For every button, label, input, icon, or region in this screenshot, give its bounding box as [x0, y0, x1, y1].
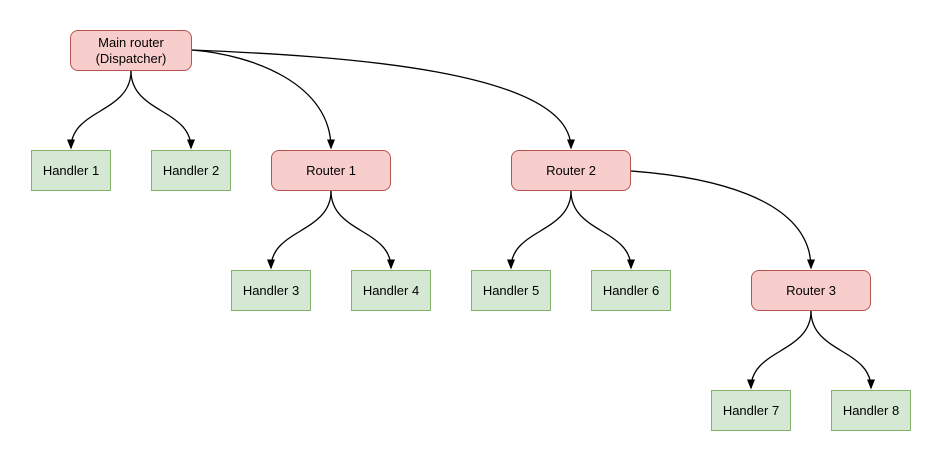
node-handler-7-label: Handler 7 — [722, 402, 780, 418]
node-handler-2-label: Handler 2 — [162, 162, 220, 178]
node-router-1: Router 1 — [271, 150, 391, 191]
node-handler-6-label: Handler 6 — [602, 282, 660, 298]
node-main-router: Main router (Dispatcher) — [70, 30, 192, 71]
node-handler-4-label: Handler 4 — [362, 282, 420, 298]
edge-main-router-to-router-2 — [191, 49, 575, 150]
edge-router-1-to-handler-3 — [267, 190, 332, 270]
edge-router-1-to-handler-4 — [330, 190, 395, 270]
edge-main-router-to-handler-2 — [130, 70, 195, 150]
node-handler-8: Handler 8 — [831, 390, 911, 431]
node-router-1-label: Router 1 — [306, 162, 356, 178]
edge-main-router-to-router-1 — [191, 49, 335, 150]
edge-router-2-to-router-3 — [630, 170, 815, 270]
edge-main-router-to-handler-1 — [67, 70, 132, 150]
node-router-3: Router 3 — [751, 270, 871, 311]
node-handler-5-label: Handler 5 — [482, 282, 540, 298]
node-handler-5: Handler 5 — [471, 270, 551, 311]
node-handler-1-label: Handler 1 — [42, 162, 100, 178]
node-handler-7: Handler 7 — [711, 390, 791, 431]
node-handler-1: Handler 1 — [31, 150, 111, 191]
node-handler-4: Handler 4 — [351, 270, 431, 311]
node-router-2-label: Router 2 — [546, 162, 596, 178]
node-handler-6: Handler 6 — [591, 270, 671, 311]
edge-router-2-to-handler-6 — [570, 190, 635, 270]
edge-router-3-to-handler-8 — [810, 310, 875, 390]
node-handler-8-label: Handler 8 — [842, 402, 900, 418]
node-handler-2: Handler 2 — [151, 150, 231, 191]
node-main-router-label: Main router (Dispatcher) — [95, 34, 167, 66]
edge-router-2-to-handler-5 — [507, 190, 572, 270]
edge-router-3-to-handler-7 — [747, 310, 812, 390]
node-router-2: Router 2 — [511, 150, 631, 191]
node-handler-3-label: Handler 3 — [242, 282, 300, 298]
node-handler-3: Handler 3 — [231, 270, 311, 311]
node-router-3-label: Router 3 — [786, 282, 836, 298]
